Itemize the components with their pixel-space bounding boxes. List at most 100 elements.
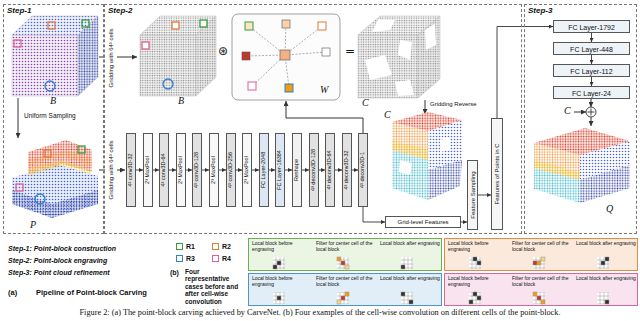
node-text: FC Layer-24 [572,89,611,96]
legend-swatch [212,255,219,262]
layer-bar: 2³ MaxPool [176,133,186,207]
node-text: FC Layer-2048 [261,152,267,189]
layer-bar: 4³ conv3D-256 [226,133,236,207]
connector [335,170,342,171]
fc-layer-box: FC Layer-112 [553,64,630,77]
node-text: FC Layer-16384 [277,150,283,190]
node-text: Step-2 [108,6,132,15]
node-text: Local block after engraving [380,276,440,282]
node-text: 4³ conv3D-256 [228,152,234,188]
label-text: Gridding with 64³ cells [108,27,114,88]
label-text: Q [606,204,613,214]
label-text: (b) [170,269,179,276]
example-panel: Local block before engraving Filter for c… [248,238,442,271]
layer-bar: FC Layer-16384 [275,133,285,207]
connector [219,170,226,171]
node-text: Local block after engraving [576,241,636,247]
layer-bar: 4³ deconv3D-128 [309,133,319,207]
legend-text: R3 [186,255,195,262]
node-text: Local block before engraving [448,276,508,288]
label-text: Gridding with 64³ cells [108,139,114,200]
layer-bar: 4³ deconv3D-32 [342,133,352,207]
node-text: Filter for center cell of the local bloc… [512,241,572,253]
label-text: W [320,85,328,95]
layer-bar: FC Layer-2048 [259,133,269,207]
label-text: ⊛ [218,45,228,57]
legend-swatch [176,255,183,262]
node-text: Local block before engraving [252,276,312,288]
layer-bar: 2³ MaxPool [242,133,252,207]
label-text: B [178,96,184,106]
layer-bar: 4³ conv3D-32 [126,133,136,207]
node-text: Feature Sampling [470,171,476,218]
connector [252,170,259,171]
example-panel: Local block before engraving Filter for c… [444,238,638,271]
step-region: Step-2 4³ conv3D-32 2³ MaxPool 4³ conv3D-64… [104,4,522,234]
legend-swatch [176,243,183,250]
connector [497,27,553,119]
label-text: P [30,220,36,230]
node-text: 2³ MaxPool [211,156,217,184]
figure-caption: Figure 2: (a) The point-block carving ac… [0,309,640,317]
process-box: Grid-level Features [385,216,461,228]
node-text: 4³ deconv3D-64 [327,150,333,189]
node-text: Step-1 [7,6,31,15]
node-text: Filter for center cell of the local bloc… [316,276,376,288]
node-text: Features of Points in C [494,143,500,204]
step-region: Step-3 FC Layer-1792 FC Layer-448 FC Layer-… [524,4,637,234]
label-text: Step-3: Point cloud refinement [8,269,110,276]
node-text: 4³ deconv3D-1 [360,152,366,188]
node-text: Reshape [294,159,300,181]
label-text: = [345,45,355,57]
label-text: Step-2: Point-block engraving [8,257,107,264]
layer-bar: 2³ MaxPool [143,133,153,207]
node-text: 2³ MaxPool [178,156,184,184]
fc-layer-box: FC Layer-1792 [553,20,630,33]
node-text: 4³ conv3D-128 [194,152,200,188]
layer-bar: 4³ deconv3D-1 [358,133,368,207]
connector [169,170,176,171]
legend-swatch [212,243,219,250]
node-text: Local block after engraving [576,276,636,282]
process-box: Features of Points in C [491,118,503,230]
label-text: Gridding Reverse [430,101,477,107]
node-text: Filter for center cell of the local bloc… [512,276,572,288]
label-text: Uniform Sampling [24,113,76,120]
legend-text: R1 [186,243,195,250]
connector [302,170,309,171]
connector [285,170,292,171]
node-text: 4³ conv3D-32 [128,153,134,186]
label-text: B [50,96,56,106]
layer-bar: Reshape [292,133,302,207]
node-text: FC Layer-448 [570,45,613,52]
connector [202,170,209,171]
layer-bar: 2³ MaxPool [209,133,219,207]
node-text: 4³ deconv3D-128 [311,149,317,191]
node-text: Filter for center cell of the local bloc… [316,241,376,253]
layer-bar: 4³ conv3D-128 [192,133,202,207]
node-text: FC Layer-1792 [568,23,615,30]
example-panel: Local block before engraving Filter for c… [444,273,638,306]
node-text: Local block before engraving [448,241,508,253]
node-text: 2³ MaxPool [244,156,250,184]
node-text: Step-3 [528,6,552,15]
label-text: Pipeline of Point-block Carving [36,289,147,297]
connector [591,55,592,64]
label-text: C [564,106,571,116]
fc-layer-box: FC Layer-448 [553,42,630,55]
label-text: C [384,110,391,120]
label-text: C [362,98,369,108]
node-text: Local block after engraving [380,241,440,247]
node-text: Local block before engraving [252,241,312,253]
label-text: Step-1: Point-block construction [8,245,116,252]
connector [591,77,592,86]
node-text: 2³ MaxPool [145,156,151,184]
label-text: Four representative cases before and aft… [185,268,245,305]
example-panel: Local block before engraving Filter for c… [248,273,442,306]
layer-bar: 4³ conv3D-64 [159,133,169,207]
process-box: Feature Sampling [467,160,478,230]
legend-text: R4 [222,255,231,262]
node-text: 4³ conv3D-64 [161,153,167,186]
connector [591,33,592,42]
